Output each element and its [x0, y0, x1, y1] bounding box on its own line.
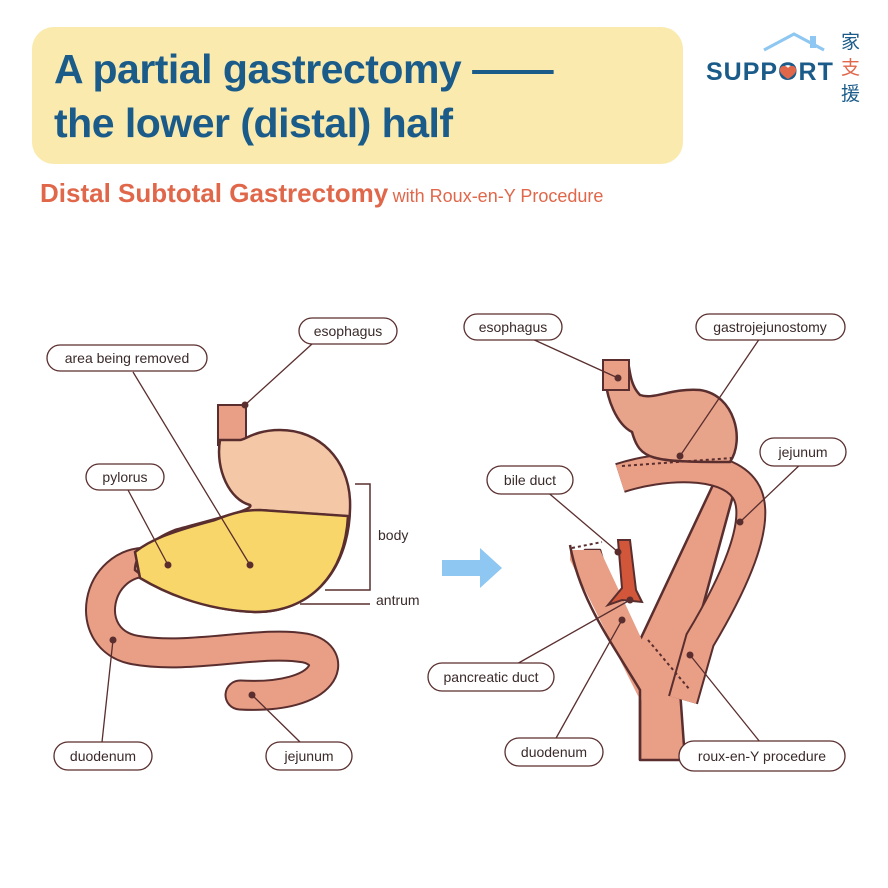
left-diagram: body antrum esophagus: [46, 317, 420, 771]
left-esophagus-shape: [217, 404, 247, 446]
subtitle: Distal Subtotal Gastrectomy with Roux-en…: [40, 178, 603, 209]
left-pylorus-line: [134, 551, 141, 579]
left-cut-line: [261, 509, 349, 517]
left-leader-lines: [101, 343, 313, 743]
svg-text:jejunum: jejunum: [283, 748, 333, 764]
page-title-line-2: the lower (distal) half: [54, 100, 453, 146]
right-label-esophagus: esophagus: [463, 313, 563, 341]
right-label-gastrojejunostomy: gastrojejunostomy: [695, 313, 846, 341]
logo-chinese-1: 家: [841, 31, 860, 53]
right-leader-dots: [614, 374, 744, 659]
left-leader-dots: [109, 401, 256, 699]
svg-text:jejunum: jejunum: [777, 444, 827, 460]
right-label-duodenum: duodenum: [504, 737, 604, 767]
svg-text:pylorus: pylorus: [102, 469, 147, 485]
svg-text:esophagus: esophagus: [479, 319, 548, 335]
subtitle-rest: with Roux-en-Y Procedure: [392, 186, 604, 206]
duodenal-stump-stitches: [571, 541, 603, 549]
left-label-jejunum: jejunum: [265, 741, 353, 771]
support-logo: SUPPORT 家 支 援: [706, 31, 860, 105]
left-label-antrum: antrum: [376, 592, 420, 608]
right-diagram: esophagus gastrojejunostomy jejunum bile…: [427, 313, 847, 772]
body-bracket: [325, 483, 371, 591]
chimney-icon: [810, 36, 816, 48]
left-area-removed-shape: [133, 508, 350, 614]
right-duodenum-fill: [570, 550, 650, 700]
logo-chinese-3: 援: [841, 83, 860, 105]
right-duodenum-edge: [568, 544, 642, 760]
svg-text:gastrojejunostomy: gastrojejunostomy: [713, 319, 827, 335]
right-label-jejunum: jejunum: [759, 437, 847, 467]
svg-text:bile duct: bile duct: [504, 472, 556, 488]
left-label-duodenum: duodenum: [53, 741, 153, 771]
svg-text:duodenum: duodenum: [70, 748, 136, 764]
svg-text:duodenum: duodenum: [521, 744, 587, 760]
right-label-pancreatic-duct: pancreatic duct: [427, 662, 555, 692]
left-intestine: [87, 548, 338, 709]
right-esophagus-shape: [602, 359, 630, 391]
heart-icon: [779, 65, 797, 79]
left-label-pylorus: pylorus: [85, 463, 165, 491]
svg-text:roux-en-Y procedure: roux-en-Y procedure: [698, 748, 826, 764]
title-banner: [32, 27, 683, 164]
left-label-body: body: [378, 527, 408, 543]
transition-arrow-icon: [442, 548, 502, 588]
logo-text: SUPPORT: [706, 58, 834, 86]
left-label-esophagus: esophagus: [298, 317, 398, 345]
subtitle-main: Distal Subtotal Gastrectomy: [40, 178, 389, 208]
svg-text:area being removed: area being removed: [65, 350, 190, 366]
logo-chinese-2: 支: [841, 57, 860, 79]
right-jejunum: [615, 454, 765, 704]
svg-text:pancreatic duct: pancreatic duct: [444, 669, 539, 685]
page-title-line-1: A partial gastrectomy ——: [54, 46, 554, 92]
right-leader-lines: [514, 337, 806, 743]
svg-text:esophagus: esophagus: [314, 323, 383, 339]
left-label-area-removed: area being removed: [46, 344, 208, 372]
gastrojejunostomy-stitches: [621, 457, 733, 467]
right-label-bile-duct: bile duct: [486, 465, 574, 495]
right-label-roux: roux-en-Y procedure: [678, 740, 846, 772]
roux-stitches: [647, 639, 691, 691]
right-stomach-remnant: [603, 360, 738, 464]
